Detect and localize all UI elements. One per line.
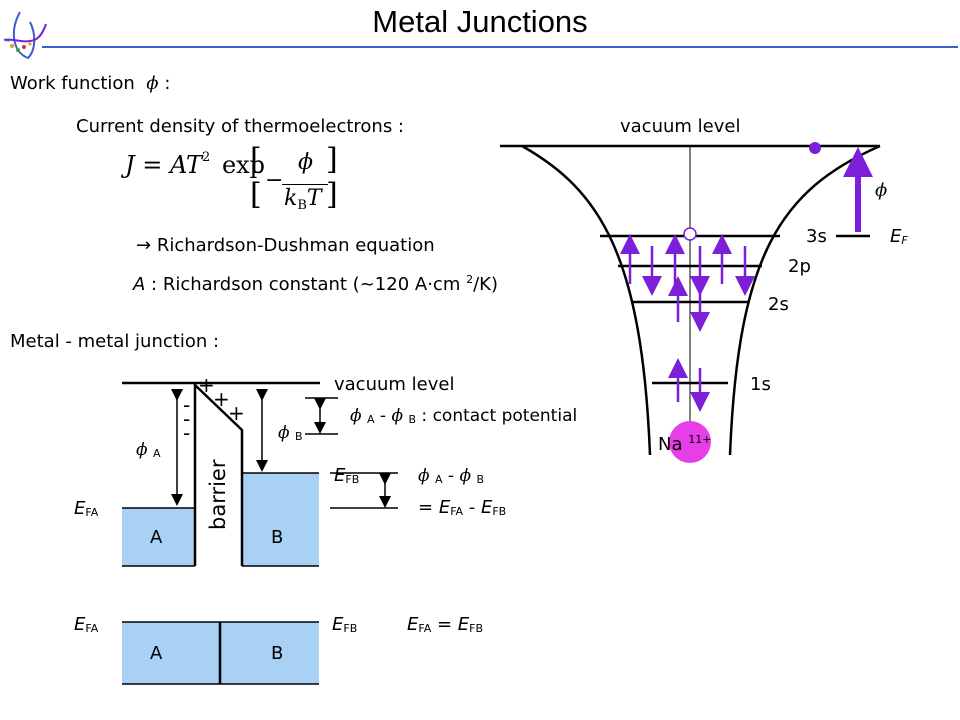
barrier-label: barrier	[206, 459, 230, 531]
equilibrium-equation: EFA = EFB	[407, 614, 483, 635]
plus-charge-2: +	[213, 387, 230, 411]
minus-charge-3: -	[183, 421, 191, 445]
richardson-equation: J = AT2 exp	[125, 150, 266, 179]
minus-charge-2: -	[183, 407, 191, 431]
plus-charge-3: +	[228, 401, 245, 425]
logo	[3, 11, 47, 60]
metal-b-label: B	[271, 527, 284, 548]
equation-numerator: ϕ	[298, 150, 313, 175]
barrier-shape	[193, 382, 244, 566]
bracket-right: ]	[326, 142, 338, 177]
level-label-1s: 1s	[750, 374, 771, 395]
na-nucleus	[669, 421, 711, 463]
hole-marker	[683, 227, 697, 241]
fermi-label: EF	[890, 226, 908, 247]
equilibrium-diagram	[122, 621, 319, 685]
metal-b-block	[242, 473, 319, 566]
richardson-dushman-label: → Richardson-Dushman equation	[136, 235, 435, 256]
eq-block-a-label: A	[150, 643, 163, 664]
junction-diagram	[122, 381, 398, 567]
richardson-constant-label: A : Richardson constant (~120 A·cm 2/K)	[133, 273, 498, 295]
atom-phi-label: ϕ	[875, 180, 888, 201]
work-function-label: Work function ϕ :	[10, 73, 171, 94]
electron-arrows	[620, 234, 755, 412]
minus-sign: −	[265, 168, 284, 193]
level-label-3s: 3s	[806, 226, 827, 247]
fermi-diff-label: ϕ A - ϕ B	[418, 466, 485, 486]
eq-block-b-label: B	[271, 643, 284, 664]
equation-denominator: kBT	[284, 186, 322, 213]
bracket-left-lower: [	[250, 177, 262, 212]
fraction-bar	[282, 184, 328, 185]
current-density-label: Current density of thermoelectrons :	[76, 116, 404, 137]
eq-efa-label: EFA	[74, 614, 99, 635]
phi-a-label: ϕ A	[136, 440, 161, 460]
level-label-2p: 2p	[788, 256, 811, 277]
atom-vacuum-level-label: vacuum level	[620, 116, 741, 137]
bracket-left: [	[250, 142, 262, 177]
metal-a-label: A	[150, 527, 163, 548]
contact-potential-label: ϕ A - ϕ B : contact potential	[350, 406, 578, 426]
nucleus-label: Na 11+	[658, 433, 712, 455]
bracket-right-lower: ]	[326, 177, 338, 212]
efb-label: EFB	[334, 465, 360, 486]
junction-heading: Metal - metal junction :	[10, 331, 220, 352]
fermi-diff-equation: = EFA - EFB	[418, 497, 507, 518]
ejected-electron	[809, 142, 821, 154]
junction-vacuum-label: vacuum level	[334, 374, 455, 395]
metal-a-block	[122, 508, 195, 566]
phi-b-label: ϕ B	[278, 423, 303, 443]
level-label-2s: 2s	[768, 294, 789, 315]
page-title: Metal Junctions	[372, 4, 588, 39]
eq-efb-label: EFB	[332, 614, 358, 635]
plus-charge-1: +	[198, 373, 215, 397]
minus-charge-1: -	[183, 393, 191, 417]
efa-label: EFA	[74, 498, 99, 519]
